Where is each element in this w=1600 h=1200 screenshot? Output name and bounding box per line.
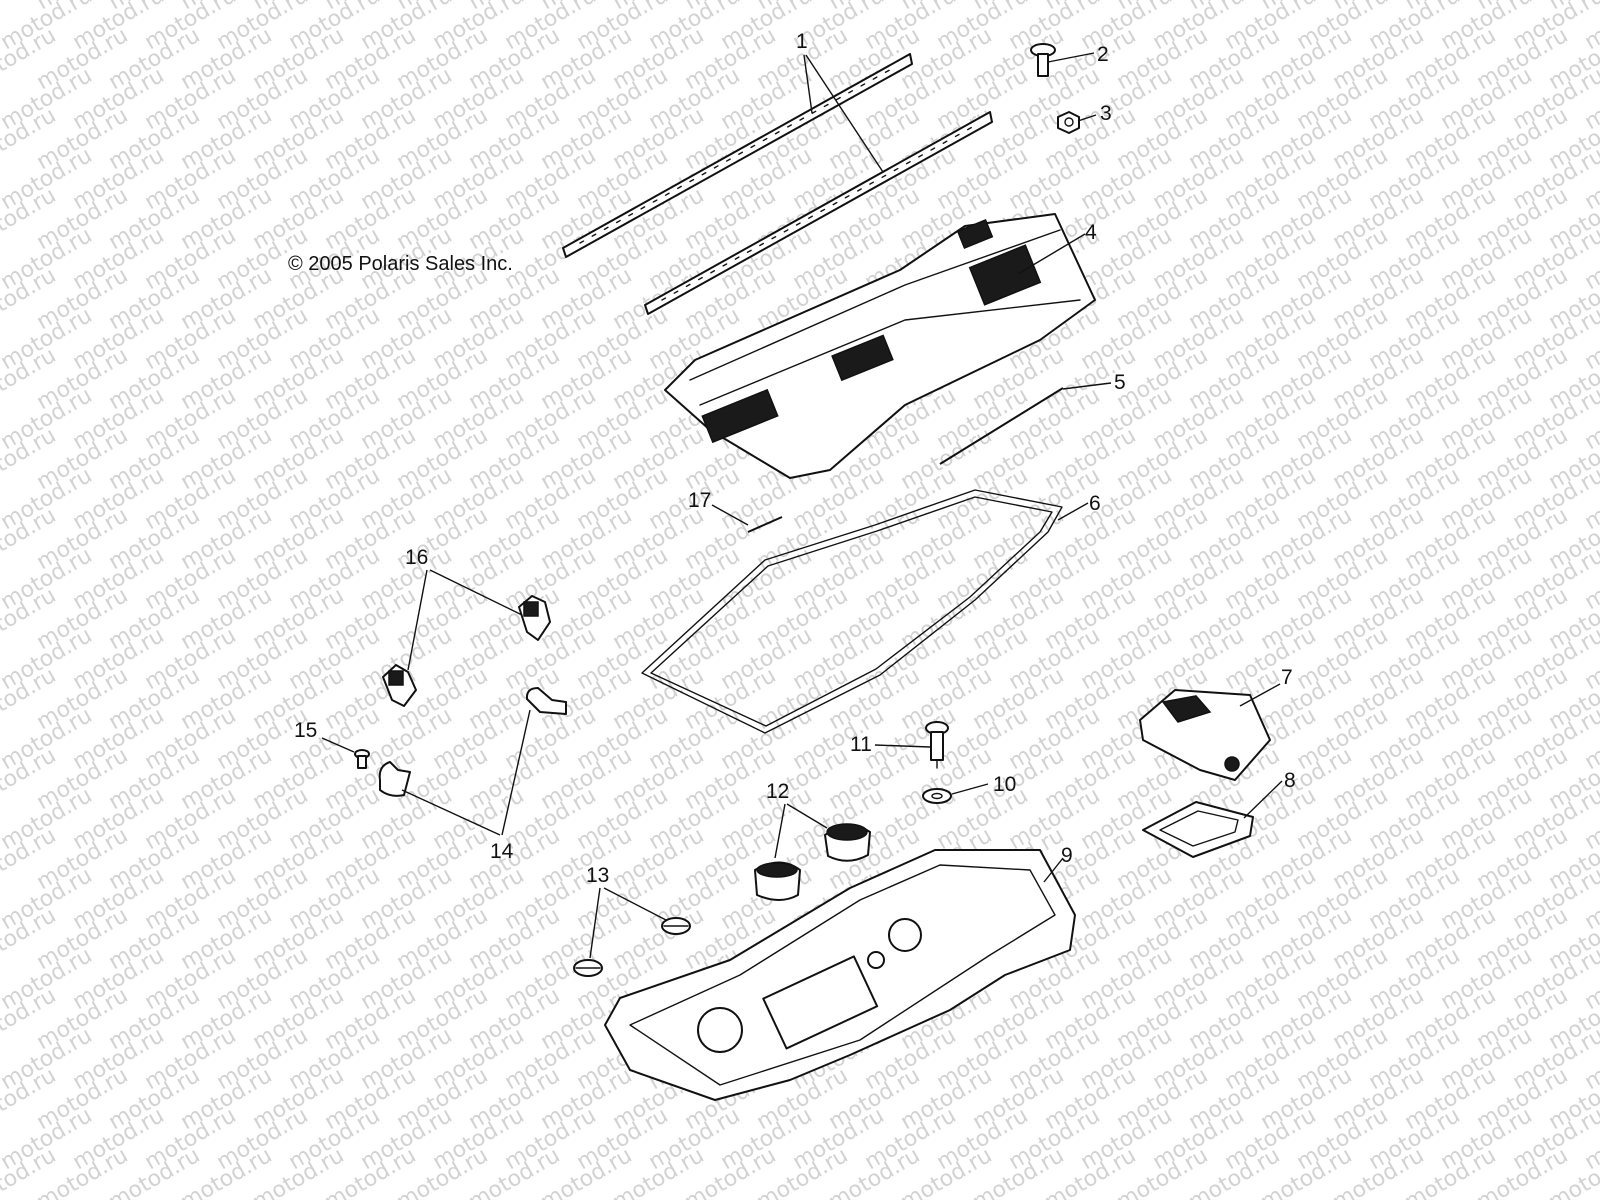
part-13-caps xyxy=(573,917,691,977)
callout-14: 14 xyxy=(490,840,514,863)
part-16-latches xyxy=(382,595,551,707)
callout-1: 1 xyxy=(796,30,808,53)
callout-4: 4 xyxy=(1085,221,1097,244)
callout-17: 17 xyxy=(688,489,711,512)
callout-9: 9 xyxy=(1061,844,1073,867)
part-5-rod xyxy=(939,387,1064,465)
part-7-bracket xyxy=(1139,689,1271,781)
copyright-text: © 2005 Polaris Sales Inc. xyxy=(288,253,513,275)
callout-10: 10 xyxy=(993,773,1016,796)
part-10-washer xyxy=(922,788,952,804)
part-6-gasket xyxy=(641,489,1063,734)
callout-11: 11 xyxy=(850,733,872,756)
callout-2: 2 xyxy=(1097,43,1109,66)
callouts: 1 2 3 4 5 6 7 8 9 10 11 12 13 14 15 16 1… xyxy=(294,30,1296,887)
part-9-tray xyxy=(604,849,1076,1101)
part-3-nut xyxy=(1057,111,1080,134)
callout-6: 6 xyxy=(1089,492,1101,515)
part-8-gasket xyxy=(1142,801,1254,858)
part-15-pin xyxy=(354,749,370,769)
leader-lines xyxy=(321,52,1283,959)
part-4-seat-base xyxy=(664,213,1096,479)
callout-13: 13 xyxy=(586,864,609,887)
callout-15: 15 xyxy=(294,719,317,742)
part-11-screw xyxy=(925,721,949,769)
part-1-strips xyxy=(562,53,993,315)
callout-3: 3 xyxy=(1100,102,1112,125)
part-2-bolt xyxy=(1030,43,1056,77)
part-14-clips xyxy=(378,687,567,797)
callout-7: 7 xyxy=(1281,666,1293,689)
part-12-plugs xyxy=(754,823,871,901)
callout-12: 12 xyxy=(766,780,789,803)
part-17-dowel xyxy=(747,516,783,533)
callout-5: 5 xyxy=(1114,371,1126,394)
callout-8: 8 xyxy=(1284,769,1296,792)
callout-16: 16 xyxy=(405,546,428,569)
